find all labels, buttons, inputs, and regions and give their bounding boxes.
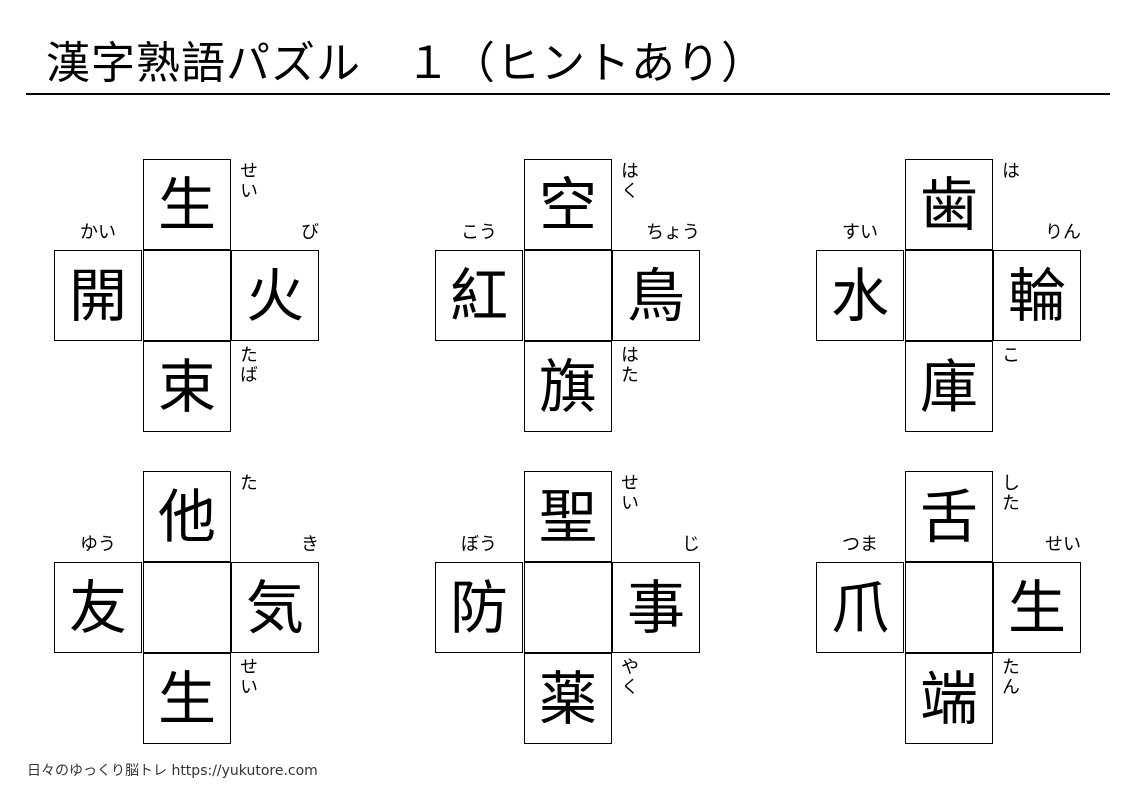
bottom-reading: やく xyxy=(618,657,639,697)
bottom-kanji-cell: 薬 xyxy=(524,653,612,744)
left-kanji-cell: 爪 xyxy=(816,562,904,653)
top-reading: せい xyxy=(618,473,639,513)
puzzle-4: 他 友 気 生 た ゆう き せい xyxy=(54,471,320,744)
right-reading: ちょう xyxy=(646,222,700,243)
bottom-reading: こ xyxy=(999,345,1020,365)
right-reading: き xyxy=(301,534,319,555)
right-kanji-cell: 輪 xyxy=(993,250,1081,341)
right-kanji-cell: 火 xyxy=(231,250,319,341)
left-kanji-cell: 友 xyxy=(54,562,142,653)
top-reading: せい xyxy=(237,161,258,201)
top-kanji-cell: 生 xyxy=(143,159,231,250)
top-kanji-cell: 聖 xyxy=(524,471,612,562)
puzzle-1: 生 開 火 束 せい かい び たば xyxy=(54,159,320,432)
answer-cell[interactable] xyxy=(905,562,993,653)
answer-cell[interactable] xyxy=(524,562,612,653)
bottom-kanji-cell: 旗 xyxy=(524,341,612,432)
answer-cell[interactable] xyxy=(143,562,231,653)
left-reading: ゆう xyxy=(80,534,116,555)
right-kanji-cell: 気 xyxy=(231,562,319,653)
right-reading: りん xyxy=(1045,222,1081,243)
left-reading: つま xyxy=(842,534,878,555)
title-divider xyxy=(26,93,1110,95)
bottom-kanji-cell: 束 xyxy=(143,341,231,432)
puzzle-5: 聖 防 事 薬 せい ぼう じ やく xyxy=(435,471,701,744)
puzzle-3: 歯 水 輪 庫 は すい りん こ xyxy=(816,159,1082,432)
puzzle-6: 舌 爪 生 端 した つま せい たん xyxy=(816,471,1082,744)
top-kanji-cell: 歯 xyxy=(905,159,993,250)
answer-cell[interactable] xyxy=(524,250,612,341)
answer-cell[interactable] xyxy=(143,250,231,341)
bottom-reading: たば xyxy=(237,345,258,385)
left-kanji-cell: 水 xyxy=(816,250,904,341)
left-kanji-cell: 紅 xyxy=(435,250,523,341)
top-reading: した xyxy=(999,473,1020,513)
page-title: 漢字熟語パズル １（ヒントあり） xyxy=(46,38,766,89)
left-reading: こう xyxy=(461,222,497,243)
top-kanji-cell: 舌 xyxy=(905,471,993,562)
right-kanji-cell: 鳥 xyxy=(612,250,700,341)
right-kanji-cell: 生 xyxy=(993,562,1081,653)
bottom-kanji-cell: 端 xyxy=(905,653,993,744)
site-credit: 日々のゆっくり脳トレ https://yukutore.com xyxy=(27,763,318,779)
bottom-reading: せい xyxy=(237,657,258,697)
left-reading: かい xyxy=(80,222,116,243)
bottom-reading: はた xyxy=(618,345,639,385)
puzzle-2: 空 紅 鳥 旗 はく こう ちょう はた xyxy=(435,159,701,432)
left-kanji-cell: 開 xyxy=(54,250,142,341)
top-reading: はく xyxy=(618,161,639,201)
left-reading: すい xyxy=(842,222,878,243)
left-reading: ぼう xyxy=(461,534,497,555)
bottom-reading: たん xyxy=(999,657,1020,697)
top-kanji-cell: 他 xyxy=(143,471,231,562)
bottom-kanji-cell: 庫 xyxy=(905,341,993,432)
left-kanji-cell: 防 xyxy=(435,562,523,653)
answer-cell[interactable] xyxy=(905,250,993,341)
top-reading: は xyxy=(999,161,1020,181)
right-reading: じ xyxy=(682,534,700,555)
bottom-kanji-cell: 生 xyxy=(143,653,231,744)
right-reading: び xyxy=(301,222,319,243)
top-kanji-cell: 空 xyxy=(524,159,612,250)
top-reading: た xyxy=(237,473,258,493)
right-kanji-cell: 事 xyxy=(612,562,700,653)
right-reading: せい xyxy=(1045,534,1081,555)
